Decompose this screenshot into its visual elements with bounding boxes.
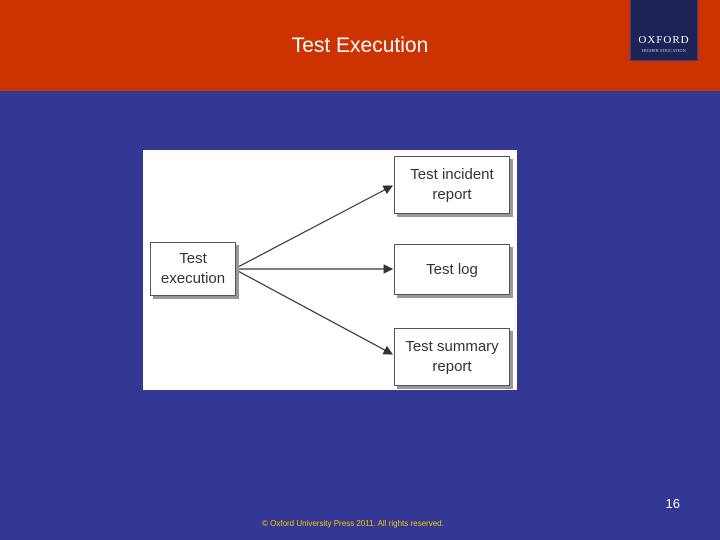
test-incident-report-box: Test incident report (394, 156, 510, 214)
diagram-arrows (235, 185, 394, 355)
test-execution-box: Test execution (150, 242, 236, 296)
slide-header: Test Execution OXFORD HIGHER EDUCATION (0, 0, 720, 91)
page-number: 16 (665, 496, 680, 511)
copyright-notice: © Oxford University Press 2011. All righ… (262, 519, 444, 528)
test-summary-report-box: Test summary report (394, 328, 510, 386)
arrow-to-incident-report (235, 185, 394, 269)
oxford-logo-word: OXFORD (638, 34, 690, 46)
oxford-logo-subtitle: HIGHER EDUCATION (642, 48, 686, 53)
test-execution-diagram: Test execution Test incident report Test… (143, 150, 517, 390)
oxford-logo: OXFORD HIGHER EDUCATION (630, 0, 698, 61)
test-log-box: Test log (394, 244, 510, 295)
arrow-to-summary-report (235, 269, 394, 355)
slide-title: Test Execution (291, 34, 429, 57)
